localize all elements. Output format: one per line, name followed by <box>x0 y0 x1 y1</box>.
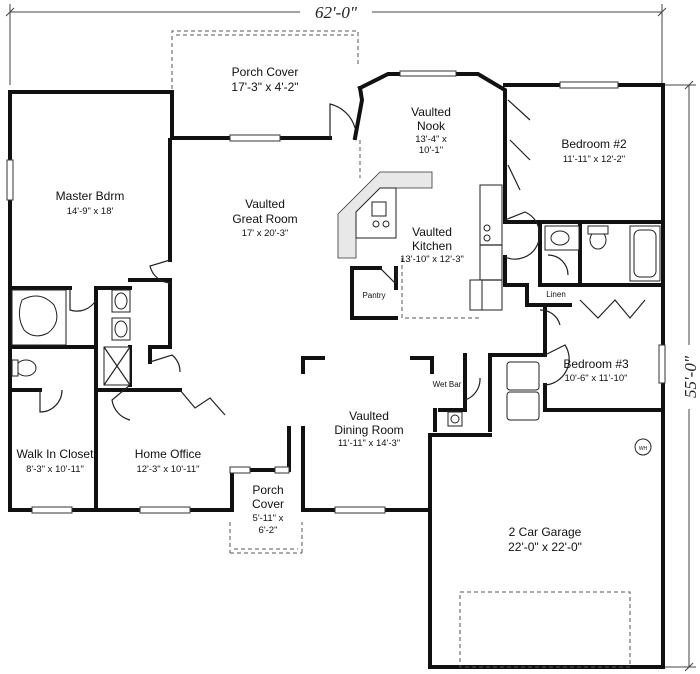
width-label: 62'-0" <box>315 3 358 22</box>
linen-label: Linen <box>546 290 566 299</box>
room-2-car-garage: 2 Car Garage 22'-0" x 22'-0" <box>508 525 582 554</box>
nook-name-line1: Vaulted <box>411 105 451 119</box>
kitchen-name-line2: Kitchen <box>412 239 452 253</box>
width-dimension: 62'-0" <box>5 2 667 85</box>
garage-size: 22'-0" x 22'-0" <box>508 540 582 554</box>
dining-size: 11'-11" x 14'-3" <box>338 438 400 449</box>
master-name: Master Bdrm <box>56 189 125 203</box>
room-walk-in-closet: Walk In Closet 8'-3" x 10'-11" <box>17 447 95 475</box>
nook-size-line1: 13'-4" x <box>415 134 447 145</box>
garage-name: 2 Car Garage <box>509 525 582 539</box>
great-size: 17' x 20'-3" <box>242 228 289 239</box>
office-size: 12'-3" x 10'-11" <box>136 464 199 475</box>
room-vaulted-kitchen: Vaulted Kitchen 13'-10" x 12'-3" <box>400 225 464 265</box>
bath-fixtures <box>11 225 661 386</box>
porch-front-size-line2: 6'-2" <box>259 525 278 536</box>
kitchen-counters <box>337 171 503 311</box>
wetbar-label: Wet Bar <box>433 380 462 389</box>
room-pantry: Pantry <box>362 291 385 300</box>
room-home-office: Home Office 12'-3" x 10'-11" <box>135 447 202 475</box>
office-name: Home Office <box>135 447 202 461</box>
nook-name-line2: Nook <box>417 119 446 133</box>
great-name-line1: Vaulted <box>245 197 285 211</box>
nook-size-line2: 10'-1" <box>419 145 443 156</box>
bedroom3-name: Bedroom #3 <box>563 357 629 371</box>
room-porch-cover-top: Porch Cover 17'-3" x 4'-2" <box>231 65 298 94</box>
room-bedroom-2: Bedroom #2 11'-11" x 12'-2" <box>561 137 627 165</box>
kitchen-dashed-boundary <box>229 140 480 554</box>
room-vaulted-dining: Vaulted Dining Room 11'-11" x 14'-3" <box>334 409 403 449</box>
depth-dimension: 55'-0" <box>662 80 700 672</box>
room-porch-cover-front: Porch Cover 5'-11" x 6'-2" <box>252 483 284 536</box>
closet-size: 8'-3" x 10'-11" <box>26 464 84 475</box>
porch-front-size-line1: 5'-11" x <box>253 513 284 524</box>
kitchen-name-line1: Vaulted <box>412 225 452 239</box>
windows <box>6 70 666 514</box>
bedroom2-name: Bedroom #2 <box>561 137 627 151</box>
bedroom2-size: 11'-11" x 12'-2" <box>563 154 625 165</box>
kitchen-size: 13'-10" x 12'-3" <box>400 254 464 265</box>
closet-name: Walk In Closet <box>17 447 95 461</box>
porch-cover-top-size: 17'-3" x 4'-2" <box>231 80 298 94</box>
exterior-walls <box>8 72 665 669</box>
room-vaulted-nook: Vaulted Nook 13'-4" x 10'-1" <box>411 105 451 156</box>
room-vaulted-great-room: Vaulted Great Room 17' x 20'-3" <box>232 197 297 239</box>
room-linen: Linen <box>546 290 566 299</box>
wh-label: WH <box>639 446 648 452</box>
utility-fixtures <box>447 361 652 668</box>
porch-cover-top-name: Porch Cover <box>232 65 299 79</box>
dining-name-line1: Vaulted <box>349 409 389 423</box>
porch-front-name-line2: Cover <box>252 497 284 511</box>
great-name-line2: Great Room <box>232 212 297 226</box>
master-size: 14'-9" x 18' <box>67 206 114 217</box>
room-bedroom-3: Bedroom #3 10'-6" x 11'-10" <box>563 357 629 384</box>
bedroom3-size: 10'-6" x 11'-10" <box>564 373 627 384</box>
doors <box>39 99 646 421</box>
depth-label: 55'-0" <box>681 355 700 398</box>
porch-cover-top-outline <box>171 30 359 138</box>
dining-name-line2: Dining Room <box>334 423 403 437</box>
pantry-label: Pantry <box>362 291 385 300</box>
room-master-bedroom: Master Bdrm 14'-9" x 18' <box>56 189 125 217</box>
porch-front-name-line1: Porch <box>252 483 283 497</box>
room-wet-bar: Wet Bar <box>433 380 462 389</box>
water-heater-label: WH <box>639 446 648 452</box>
